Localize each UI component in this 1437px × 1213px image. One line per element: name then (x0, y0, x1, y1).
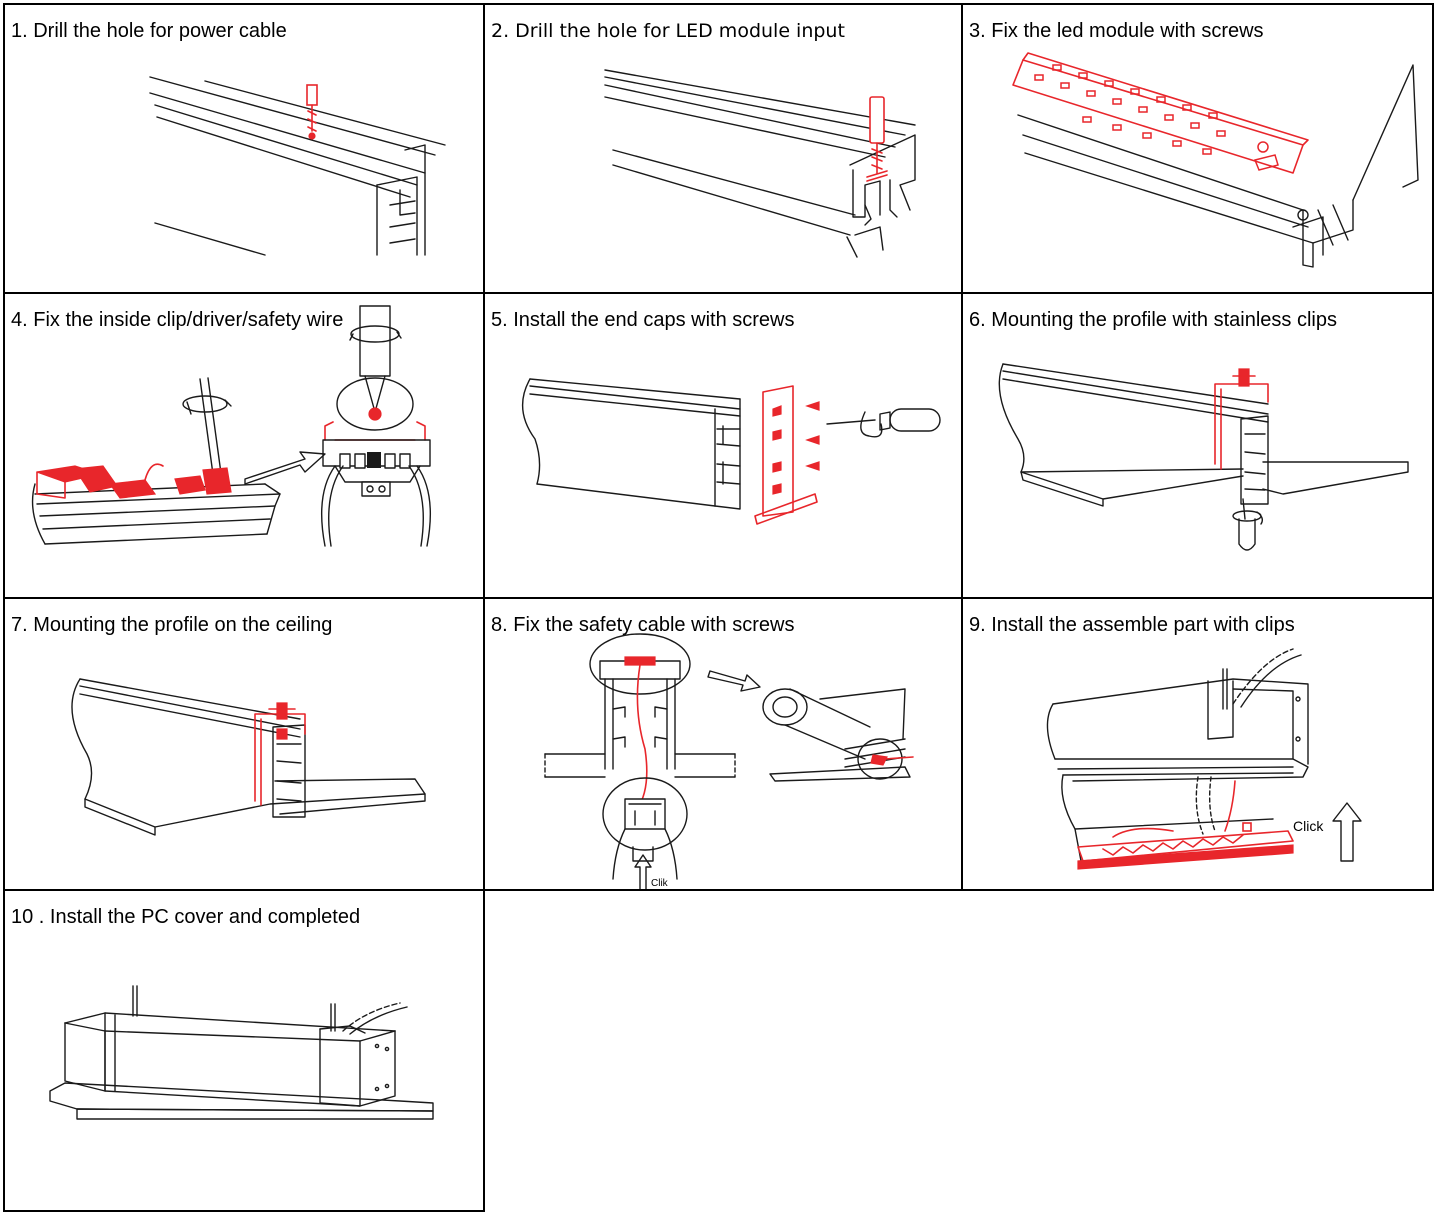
grid-line (3, 889, 1434, 891)
step-cell-10: 10 . Install the PC cover and completed (5, 891, 483, 1210)
safety-cable-illustration: Clik (544, 633, 914, 889)
click-hint: Clik (651, 878, 669, 889)
inside-clip-driver-illustration (31, 305, 431, 547)
step-cell-3: 3. Fix the led module with screws (963, 5, 1432, 292)
stainless-clips-illustration (998, 363, 1409, 551)
step-label: 5. Install the end caps with screws (491, 309, 795, 331)
step-cell-5: 5. Install the end caps with screws (485, 294, 961, 597)
step-label: 2. Drill the hole for LED module input (491, 20, 845, 42)
step-label: 8. Fix the safety cable with screws (491, 614, 795, 636)
step-label: 3. Fix the led module with screws (969, 20, 1264, 42)
step-cell-7: 7. Mounting the profile on the ceiling (5, 599, 483, 889)
grid-line (961, 3, 963, 891)
step-label: 9. Install the assemble part with clips (969, 614, 1295, 636)
grid-line (3, 1210, 485, 1212)
step-cell-1: 1. Drill the hole for power cable (5, 5, 483, 292)
end-caps-screws-illustration (521, 378, 941, 525)
drill-power-cable-illustration (149, 76, 446, 256)
grid-line (3, 3, 1434, 5)
step-cell-2: 2. Drill the hole for LED module input (485, 5, 961, 292)
drill-led-input-illustration (604, 69, 916, 258)
step-cell-6: 6. Mounting the profile with stainless c… (963, 294, 1432, 597)
grid-line (3, 597, 1434, 599)
assemble-part-clips-illustration: Click (1046, 648, 1362, 870)
grid-line (3, 3, 5, 1212)
step-cell-9: 9. Install the assemble part with clips … (963, 599, 1432, 889)
click-hint: Click (1293, 818, 1324, 834)
step-label: 1. Drill the hole for power cable (11, 20, 287, 42)
step-label: 4. Fix the inside clip/driver/safety wir… (11, 309, 344, 331)
step-label: 7. Mounting the profile on the ceiling (11, 614, 333, 636)
grid-line (483, 3, 485, 1212)
grid-line (1432, 3, 1434, 891)
ceiling-mount-illustration (71, 678, 426, 836)
step-label: 6. Mounting the profile with stainless c… (969, 309, 1337, 331)
led-module-screws-illustration (1012, 52, 1419, 268)
grid-line (3, 292, 1434, 294)
pc-cover-completed-illustration (49, 985, 434, 1120)
step-cell-4: 4. Fix the inside clip/driver/safety wir… (5, 294, 483, 597)
step-cell-8: 8. Fix the safety cable with screws Clik (485, 599, 961, 889)
step-label: 10 . Install the PC cover and completed (11, 906, 361, 928)
